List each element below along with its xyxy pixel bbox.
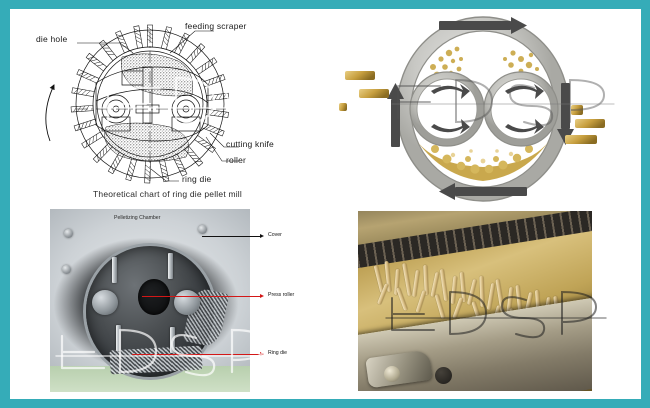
ring-die-perforations: [109, 345, 203, 375]
leader-cover: [202, 236, 262, 237]
roller-adjust-bolt: [112, 257, 117, 283]
leader-arrow-cover: [260, 234, 264, 238]
frame-border-bottom: [0, 399, 650, 408]
panel-theoretical-diagram: die hole feeding scraper cutting knife r…: [10, 9, 325, 204]
pellet-extrusion-photo: [358, 211, 592, 391]
working-principle-schematic: [339, 16, 605, 202]
label-feeding-scraper: feeding scraper: [185, 21, 247, 31]
roller-adjust-bolt: [168, 253, 173, 279]
frame-border-top: [0, 0, 650, 9]
extruded-pellet: [486, 282, 496, 311]
extruded-pellet: [401, 263, 412, 297]
extruded-pellet: [440, 268, 449, 301]
frame-border-right: [641, 0, 650, 408]
extruded-pellet: [450, 275, 458, 304]
label-ring-die: ring die: [182, 174, 212, 184]
leader-press-roller: [142, 296, 262, 297]
label-roller: roller: [226, 155, 247, 165]
label-cover: Cover: [268, 232, 282, 238]
panel-pellet-extrusion: [325, 204, 641, 399]
leader-ring-die: [132, 354, 262, 355]
extruded-pellet: [412, 270, 421, 298]
label-cutting-knife: cutting knife: [226, 139, 274, 149]
label-ring-die: Ring die: [268, 350, 288, 356]
label-press-roller: Press roller: [268, 292, 295, 298]
leader-arrow-press-roller: [260, 294, 264, 298]
press-roller-right: [174, 289, 200, 316]
label-die-hole: die hole: [36, 34, 68, 44]
leader-arrow-ring-die: [260, 352, 264, 356]
extruded-pellet: [415, 290, 427, 314]
housing-screw: [198, 225, 207, 234]
frame-border-left: [0, 0, 10, 408]
label-pelletizing-chamber: Pelletizing Chamber: [114, 215, 161, 221]
press-roller-left: [92, 289, 118, 316]
panel-grid: die hole feeding scraper cutting knife r…: [10, 9, 641, 399]
roller-adjust-bolt: [170, 327, 175, 353]
shaft-end-cap: [383, 366, 400, 382]
diagram-caption: Theoretical chart of ring die pellet mil…: [93, 189, 242, 199]
panel-working-principle: [325, 9, 641, 204]
ring-die-line-drawing: [45, 24, 239, 184]
bolt-head: [435, 366, 453, 384]
housing-screw: [62, 265, 71, 274]
extruded-pellet: [479, 275, 485, 307]
roller-adjust-bolt: [116, 325, 121, 351]
panel-pelletizing-chamber: Pelletizing Chamber Cover Press roller R…: [10, 204, 325, 399]
housing-screw: [64, 229, 73, 238]
